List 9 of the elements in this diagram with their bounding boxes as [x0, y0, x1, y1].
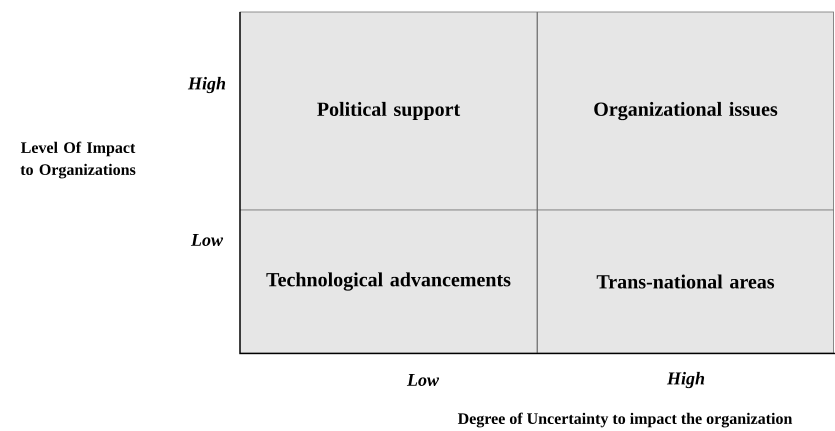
axis-title: Degree of Uncertainty to impact the organization: [458, 412, 792, 428]
axis-tick-label: Low: [190, 234, 224, 246]
quadrant-cell: Technological advancements: [240, 210, 538, 354]
axis-tick-label: Low: [406, 374, 440, 386]
axis-title: Level Of Impact to Organizations: [20, 142, 136, 178]
axis-tick-label: High: [666, 372, 704, 388]
quadrant-cell: Organizational issues: [537, 12, 834, 210]
quadrant-cell: Trans-national areas: [537, 210, 834, 354]
quadrant-cell: Political support: [240, 12, 538, 210]
